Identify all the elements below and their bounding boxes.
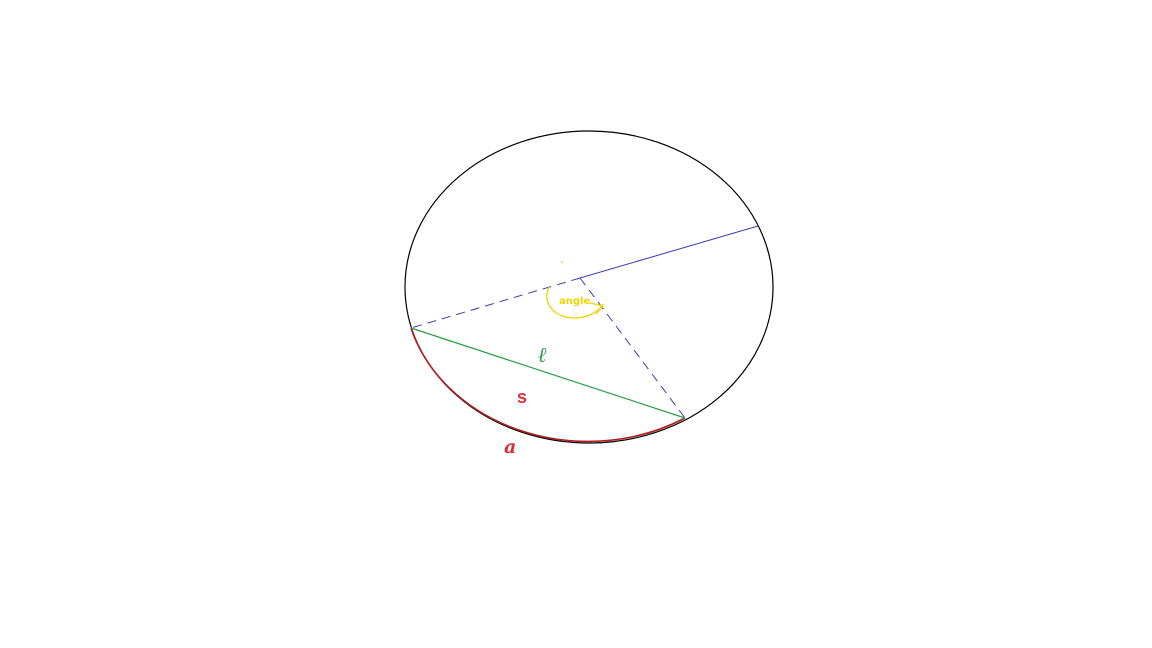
label-chord-l: ℓ: [538, 342, 547, 367]
center-mark: [561, 261, 563, 263]
angle-arrowhead: [589, 302, 605, 315]
label-segment-s: s: [517, 387, 527, 407]
radius-solid-line: [579, 225, 759, 279]
radius-dashed-right: [579, 277, 686, 419]
angle-arc: [546, 286, 604, 319]
label-arc-a: a: [504, 436, 516, 458]
circle-outline: [404, 130, 774, 444]
radius-dashed-left: [410, 277, 581, 329]
label-angle: angle: [559, 296, 590, 307]
arc-a: [410, 327, 686, 443]
chord-l: [410, 327, 686, 419]
